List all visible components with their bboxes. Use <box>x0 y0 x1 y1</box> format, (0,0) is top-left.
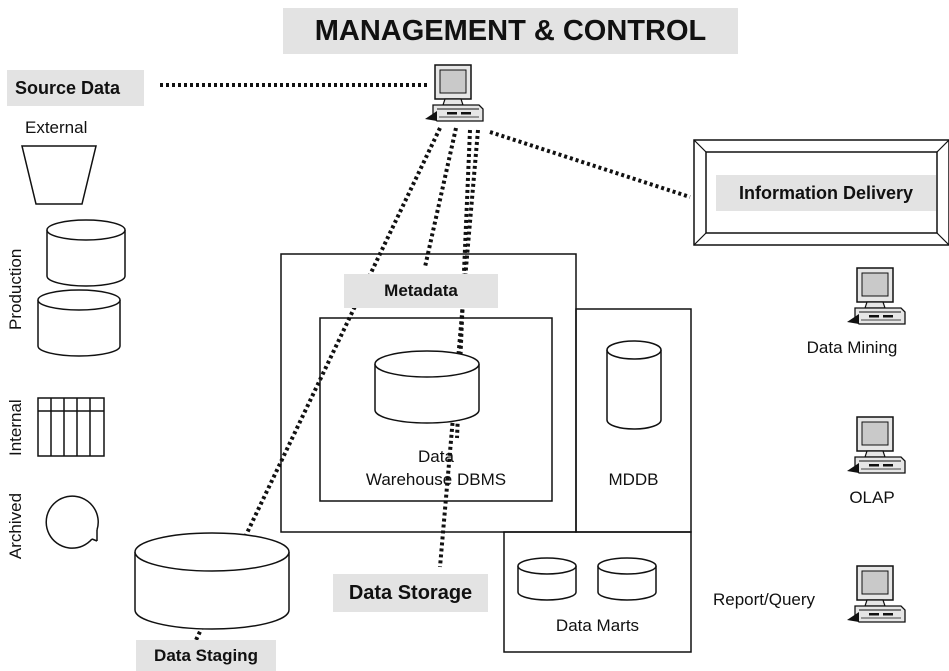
archived-tape-reel-icon <box>45 495 99 549</box>
data-mining-label: Data Mining <box>806 338 898 357</box>
internal-label: Internal <box>6 399 25 456</box>
data-mining-computer-icon <box>846 267 906 325</box>
olap-computer-icon <box>846 416 906 474</box>
report-query-computer-icon <box>846 565 906 623</box>
data-storage-label: Data Storage <box>333 574 488 612</box>
connector-data-staging <box>194 127 442 641</box>
production-cylinder-icon <box>37 289 121 357</box>
metadata-label: Metadata <box>344 274 498 308</box>
data-staging-label: Data Staging <box>136 640 276 671</box>
data-warehouse-label-line2: Warehouse DBMS <box>365 470 507 489</box>
olap-label: OLAP <box>849 488 895 507</box>
mddb-cylinder-icon <box>606 340 662 430</box>
external-label: External <box>25 118 88 137</box>
title-banner: MANAGEMENT & CONTROL <box>283 8 738 54</box>
report-query-label: Report/Query <box>713 590 816 609</box>
data-warehouse-cylinder-icon <box>374 350 480 424</box>
data-mart-cylinder-icon <box>597 557 657 601</box>
mddb-label: MDDB <box>608 470 659 489</box>
internal-source-table-icon <box>37 397 105 457</box>
management-computer-icon <box>424 64 484 122</box>
page-title: MANAGEMENT & CONTROL <box>314 14 707 47</box>
connector-metadata <box>423 127 458 268</box>
archived-label: Archived <box>6 492 25 560</box>
data-mart-cylinder-icon <box>517 557 577 601</box>
external-source-funnel-icon <box>21 145 97 205</box>
production-label: Production <box>6 248 25 330</box>
data-marts-box <box>503 531 692 653</box>
connector-information-delivery <box>489 130 691 199</box>
information-delivery-label: Information Delivery <box>716 175 936 211</box>
data-staging-cylinder-icon <box>134 532 290 630</box>
connector-lines <box>160 83 691 641</box>
data-warehouse-inner-box <box>319 317 553 502</box>
source-data-label: Source Data <box>7 70 144 106</box>
data-warehouse-label-line1: Data <box>418 447 454 466</box>
production-cylinder-icon <box>46 219 126 287</box>
data-marts-label: Data Marts <box>555 616 640 635</box>
connector-data-storage <box>438 129 480 568</box>
